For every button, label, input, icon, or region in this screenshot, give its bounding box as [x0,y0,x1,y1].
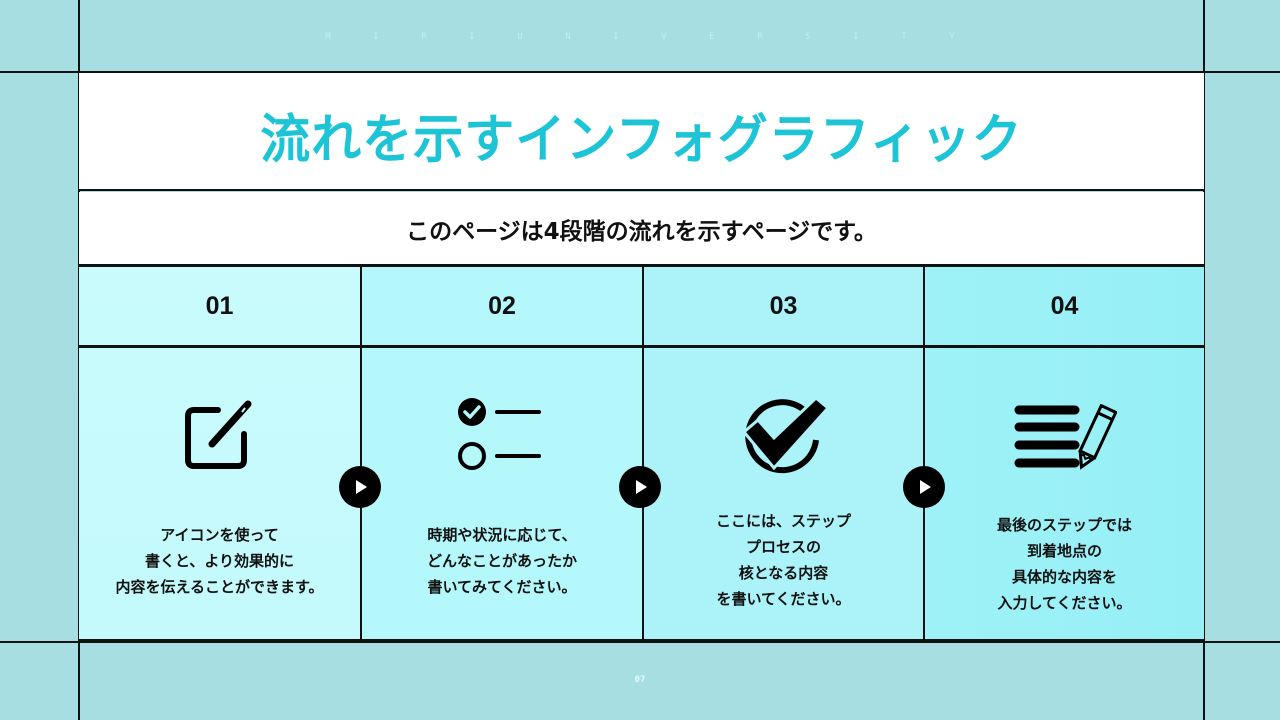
brand-letter: I [469,32,475,42]
desc-line: アイコンを使って [160,526,279,544]
desc-line: 到着地点の [1026,542,1102,560]
frame-line-top [0,71,1280,73]
next-arrow-icon [339,466,381,508]
step-body: 時期や状況に応じて、 どんなことがあったか 書いてみてください。 [362,348,642,636]
desc-line: 核となる内容 [738,564,829,582]
step-grid: 01 アイコンを使って 書くと、より効果的に 内容を伝えることができます。 02 [79,264,1204,642]
brand-letter: I [613,32,619,42]
brand-letter: R [757,32,763,42]
brand-letter: Y [949,32,955,42]
desc-line: 具体的な内容を [1011,568,1117,586]
step-number: 02 [362,267,642,348]
brand-letter: N [565,32,571,42]
brand-letter: E [709,32,715,42]
frame-line-right [1203,0,1205,720]
brand-letter: U [517,32,523,42]
desc-line: 時期や状況に応じて、 [427,526,577,544]
step-description: 時期や状況に応じて、 どんなことがあったか 書いてみてください。 [362,522,642,600]
desc-line: 内容を伝えることができます。 [115,578,324,596]
step-1: 01 アイコンを使って 書くと、より効果的に 内容を伝えることができます。 [79,267,360,639]
title-panel: 流れを示すインフォグラフィック [79,73,1204,191]
desc-line: 入力してください。 [997,594,1132,612]
step-body: 最後のステップでは 到着地点の 具体的な内容を 入力してください。 [925,348,1204,636]
brand-letter: R [421,32,427,42]
page-title: 流れを示すインフォグラフィック [260,108,1023,170]
step-number: 03 [644,267,923,348]
brand-letter: I [373,32,379,42]
desc-line: を書いてください。 [716,590,851,608]
step-4: 04 最後のステップでは 到着地点の [923,267,1204,639]
brand-letter: T [901,32,907,42]
step-description: ここには、ステップ プロセスの 核となる内容 を書いてください。 [644,508,923,612]
brand-letter: V [661,32,667,42]
brand-letter: I [853,32,859,42]
brand-wordmark: M I R I U N I V E R S I T Y [320,32,960,42]
step-description: 最後のステップでは 到着地点の 具体的な内容を 入力してください。 [925,512,1204,616]
next-arrow-icon [903,466,945,508]
edit-icon [178,396,262,484]
step-2: 02 時期や状況に応じて、 どんなことがあったか 書いてみてください。 [360,267,642,639]
desc-line: 最後のステップでは [996,516,1132,534]
brand-letter: M [325,32,331,42]
page-subtitle: このページは4段階の流れを示すページです。 [406,219,877,245]
step-description: アイコンを使って 書くと、より効果的に 内容を伝えることができます。 [79,522,360,600]
list-pencil-icon [1013,403,1118,480]
step-number: 04 [925,267,1204,348]
checklist-icon [457,394,547,476]
step-3: 03 ここには、ステップ プロセスの 核となる内容 を書いてください。 [642,267,923,639]
check-circle-icon [736,392,832,480]
step-body: ここには、ステップ プロセスの 核となる内容 を書いてください。 [644,348,923,636]
desc-line: 書いてみてください。 [427,578,577,596]
desc-line: どんなことがあったか [426,552,577,570]
step-body: アイコンを使って 書くと、より効果的に 内容を伝えることができます。 [79,348,360,636]
step-number: 01 [79,267,360,348]
brand-letter: S [805,32,811,42]
desc-line: プロセスの [745,538,821,556]
page-number: 07 [634,675,646,685]
next-arrow-icon [619,466,661,508]
desc-line: 書くと、より効果的に [144,552,295,570]
frame-line-bottom [0,641,1280,643]
desc-line: ここには、ステップ [715,512,851,530]
subtitle-panel: このページは4段階の流れを示すページです。 [79,192,1204,264]
